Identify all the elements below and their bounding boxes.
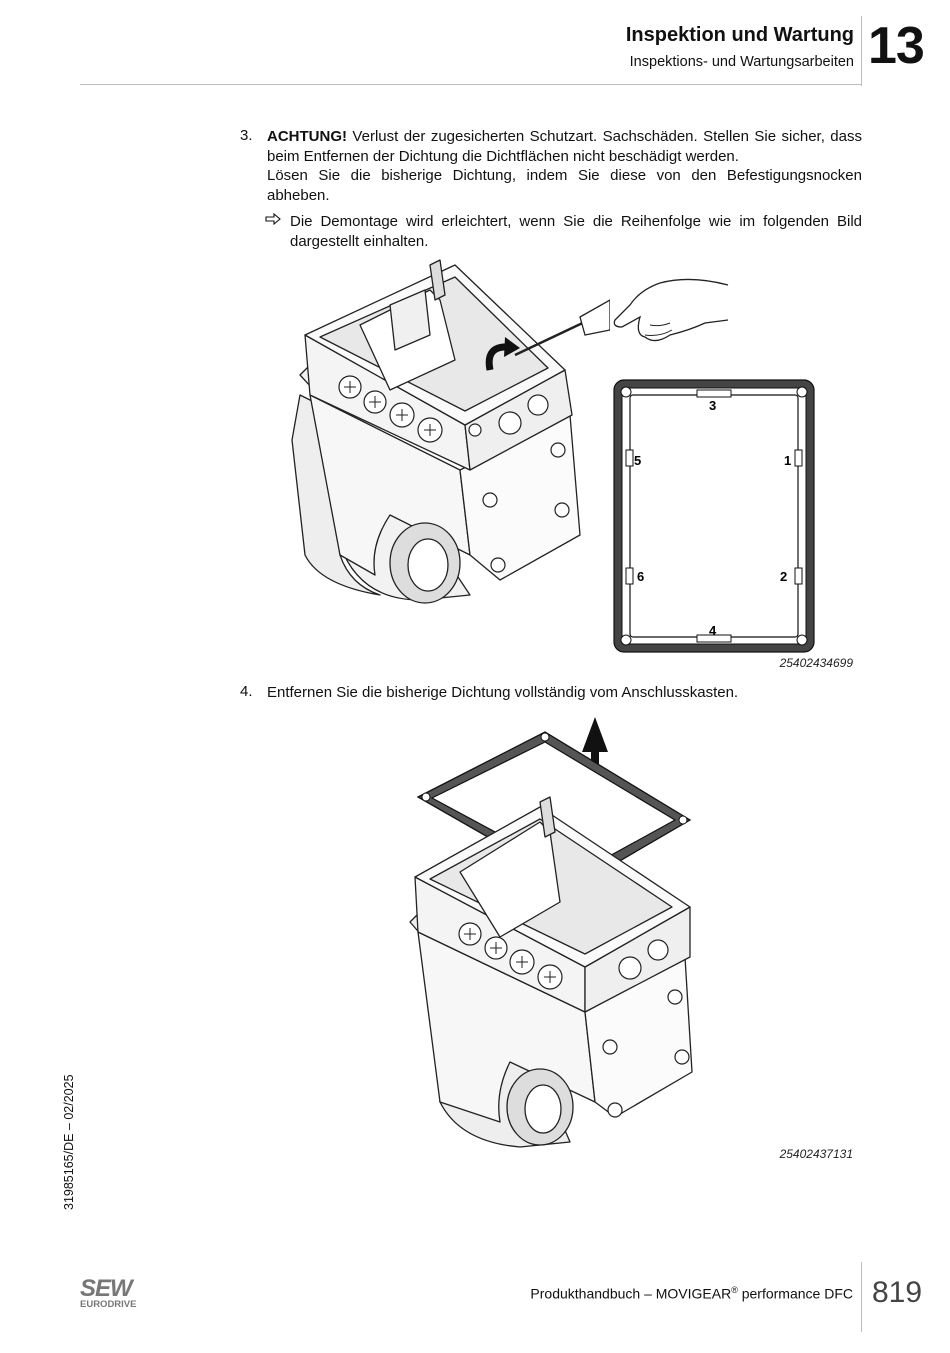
figure-1-caption: 25402434699 xyxy=(779,656,853,670)
hand-illustration xyxy=(613,278,729,342)
chapter-number: 13 xyxy=(868,17,925,75)
footer-text-suffix: performance DFC xyxy=(737,1285,853,1302)
gasket-label-3: 3 xyxy=(709,398,716,413)
device-screwdriver-illustration xyxy=(291,259,610,604)
footer-vertical-divider xyxy=(861,1262,862,1332)
sew-eurodrive-logo: SEW EURODRIVE xyxy=(80,1275,150,1312)
figure-2-caption: 25402437131 xyxy=(779,1147,853,1161)
warning-text: Verlust der zugesicherten Schutzart. Sac… xyxy=(267,128,862,165)
gasket-lifted-illustration xyxy=(409,717,693,1148)
logo-bottom-text: EURODRIVE xyxy=(80,1299,137,1310)
header-divider xyxy=(80,84,862,85)
gasket-label-5: 5 xyxy=(634,453,641,468)
footer-text: Produkthandbuch – MOVIGEAR xyxy=(530,1285,732,1302)
section-title: Inspektions- und Wartungsarbeiten xyxy=(629,54,854,70)
gasket-removal-order-diagram: 3 1 5 6 2 4 xyxy=(613,379,815,653)
arrow-result-icon xyxy=(265,212,281,229)
step-3-warning: ACHTUNG! Verlust der zugesicherten Schut… xyxy=(267,127,862,166)
step-4-instruction: Entfernen Sie die bisherige Dichtung vol… xyxy=(267,684,739,701)
step-3-number: 3. xyxy=(240,127,253,144)
chapter-title: Inspektion und Wartung xyxy=(625,24,854,46)
registered-mark: ® xyxy=(731,1285,738,1295)
gasket-label-2: 2 xyxy=(780,569,787,584)
logo-top-text: SEW xyxy=(80,1275,133,1302)
page-number: 819 xyxy=(872,1276,923,1309)
gasket-label-6: 6 xyxy=(637,569,644,584)
footer-product-title: Produkthandbuch – MOVIGEAR® performance … xyxy=(530,1285,853,1302)
step-3-instruction: Lösen Sie die bisherige Dichtung, indem … xyxy=(267,167,862,204)
header-vertical-divider xyxy=(861,16,862,86)
gasket-label-4: 4 xyxy=(709,623,717,638)
gasket-label-1: 1 xyxy=(784,453,791,468)
step-3-hint: Die Demontage wird erleichtert, wenn Sie… xyxy=(290,213,862,250)
step-4-number: 4. xyxy=(240,683,253,700)
document-id: 31985165/DE – 02/2025 xyxy=(62,1074,76,1210)
warning-label: ACHTUNG! xyxy=(267,128,347,145)
